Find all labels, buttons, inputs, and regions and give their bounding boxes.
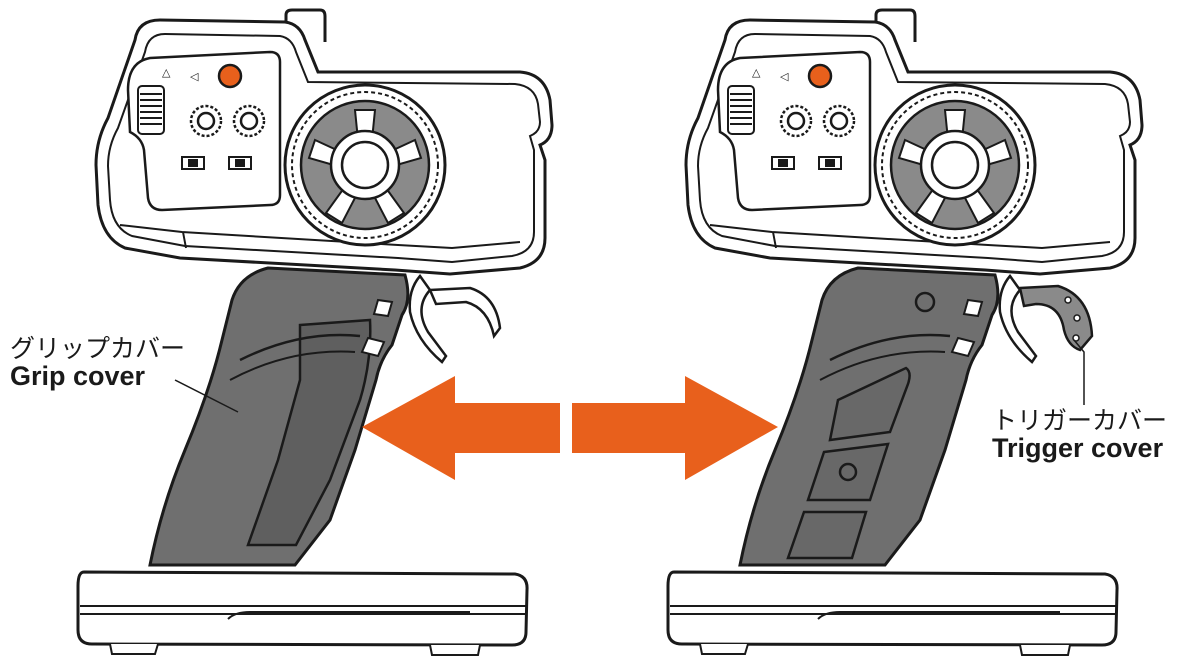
pointer-mark-right: ◁ (780, 70, 789, 83)
power-led-left (217, 63, 243, 89)
grip-cover-label-en: Grip cover (10, 361, 146, 391)
grip-cover-label-jp: グリップカバー (10, 334, 186, 363)
pointer-mark-left: ◁ (190, 70, 199, 83)
trigger-cover-label-jp: トリガーカバー (992, 406, 1168, 435)
triangle-mark-left: △ (162, 66, 171, 79)
power-led-right (807, 63, 833, 89)
transmitter-right-illustration: △ ◁ (666, 8, 1144, 657)
trigger-cover-callout: トリガーカバー Trigger cover (992, 407, 1167, 463)
triangle-mark-right: △ (752, 66, 761, 79)
grip-cover-callout: グリップカバー Grip cover (10, 335, 185, 391)
trigger-cover (1018, 284, 1094, 352)
trigger-callout-leader (1073, 339, 1085, 405)
grip-callout-leader (174, 379, 239, 413)
double-headed-arrow-icon (362, 376, 778, 480)
trigger-cover-label-en: Trigger cover (992, 433, 1164, 463)
transmitter-left-illustration: △ ◁ (76, 8, 554, 657)
